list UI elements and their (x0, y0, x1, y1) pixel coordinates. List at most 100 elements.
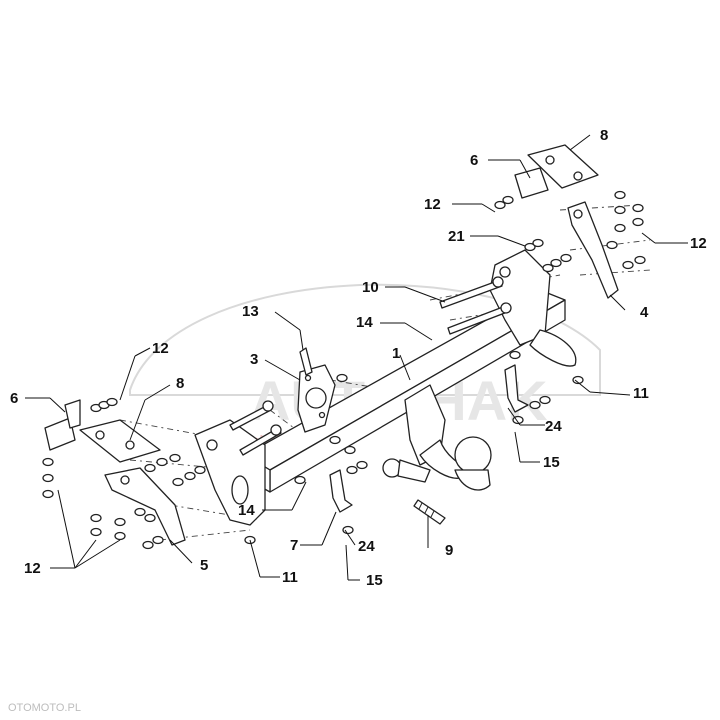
callout-9: 9 (445, 542, 453, 559)
left-plate-hole (206, 439, 218, 451)
bolt-10a (439, 279, 503, 309)
fastener-washer (172, 477, 184, 487)
fastener-washer (42, 473, 54, 483)
callout-11-left: 11 (282, 569, 298, 586)
small-bracket-7 (329, 469, 353, 513)
ball-collar (454, 469, 491, 491)
fastener-washer (509, 350, 521, 360)
callout-13: 13 (242, 303, 259, 320)
long-bolts (439, 276, 512, 335)
fastener-washer (524, 242, 536, 252)
callouts: 1 3 4 5 6 6 7 8 8 9 10 11 11 12 12 12 12… (10, 127, 707, 589)
fastener-washer (539, 395, 551, 405)
callout-14-left: 14 (238, 502, 255, 519)
footer-watermark: OTOMOTO.PL (8, 702, 81, 714)
fastener-washer (144, 513, 156, 523)
bracket-8-left (79, 419, 161, 463)
fastener-washer (134, 507, 146, 517)
callout-24-left: 24 (358, 538, 375, 555)
bracket-24 (504, 364, 529, 413)
left-bracket-6 (44, 399, 81, 451)
fastener-washer (560, 253, 572, 263)
right-mount-plate (489, 249, 577, 367)
callout-15-left: 15 (366, 572, 383, 589)
fastener-washer (614, 205, 626, 215)
bracket-6-right (514, 167, 549, 199)
left-bracket-8 (79, 419, 161, 463)
bracket-6-left (44, 417, 76, 451)
callout-24-right: 24 (545, 418, 562, 435)
left-bolts (229, 400, 282, 456)
fastener-washer (529, 400, 541, 410)
fastener-washer (114, 531, 126, 541)
fastener-washer (342, 525, 354, 535)
fastener-washer (494, 200, 506, 210)
left-plate-slot (231, 475, 249, 505)
fastener-washer (542, 263, 554, 273)
right-plate-hole (499, 266, 511, 278)
small-bracket-24 (504, 364, 529, 413)
callout-6-left: 6 (10, 390, 18, 407)
right-bracket-8 (527, 144, 599, 189)
screw-9-thread (413, 499, 446, 525)
callout-12-upper-left: 12 (152, 340, 169, 357)
towball-assembly (382, 384, 492, 491)
fastener-washer (622, 260, 634, 270)
fastener-washer (344, 445, 356, 455)
bolt-13 (299, 347, 313, 376)
callout-21: 21 (448, 228, 465, 245)
leader-lines (25, 134, 688, 581)
callout-7: 7 (290, 537, 298, 554)
fastener-washer (346, 465, 358, 475)
callout-4: 4 (640, 304, 649, 321)
fastener-washer (532, 238, 544, 248)
left-bracket-5 (104, 467, 186, 546)
callout-12-right: 12 (690, 235, 707, 252)
fastener-washer (169, 453, 181, 463)
fastener-washer (550, 258, 562, 268)
callout-8-left: 8 (176, 375, 184, 392)
fastener-washer (336, 373, 348, 383)
callout-12-upper-right: 12 (424, 196, 441, 213)
fastener-washer (114, 517, 126, 527)
watermark-car-outline (129, 283, 601, 396)
fastener-washer (90, 527, 102, 537)
fastener-washer (194, 465, 206, 475)
fastener-washer (156, 457, 168, 467)
callout-6-right: 6 (470, 152, 478, 169)
bracket-4-body (567, 201, 619, 299)
callout-10: 10 (362, 279, 379, 296)
fastener-washer (502, 195, 514, 205)
fastener-washer (614, 190, 626, 200)
callout-8-right: 8 (600, 127, 608, 144)
bracket-7 (329, 469, 353, 513)
screw-9 (413, 499, 446, 525)
right-bracket-4 (567, 201, 619, 299)
fastener-washer (356, 460, 368, 470)
fastener-washer (144, 463, 156, 473)
callout-5: 5 (200, 557, 208, 574)
fastener-washer (294, 475, 306, 485)
tow-ball (454, 436, 492, 474)
callout-3: 3 (250, 351, 258, 368)
fastener-washer (634, 255, 646, 265)
fastener-washer (614, 223, 626, 233)
fastener-washer (42, 489, 54, 499)
callout-1: 1 (392, 345, 400, 362)
callout-14-top: 14 (356, 314, 373, 331)
fastener-washer (329, 435, 341, 445)
bracket-5-body (104, 467, 186, 546)
fastener-washer (572, 375, 584, 385)
fastener-washer (90, 513, 102, 523)
fastener-washer (42, 457, 54, 467)
fastener-washer (184, 471, 196, 481)
fastener-washer (142, 540, 154, 550)
left-bolt-b (239, 427, 282, 456)
callout-12-lower-left: 12 (24, 560, 41, 577)
callout-15-right: 15 (543, 454, 560, 471)
fastener-washer (152, 535, 164, 545)
right-plate-end (529, 329, 577, 367)
fastener-washer (632, 217, 644, 227)
fastener-washer (632, 203, 644, 213)
